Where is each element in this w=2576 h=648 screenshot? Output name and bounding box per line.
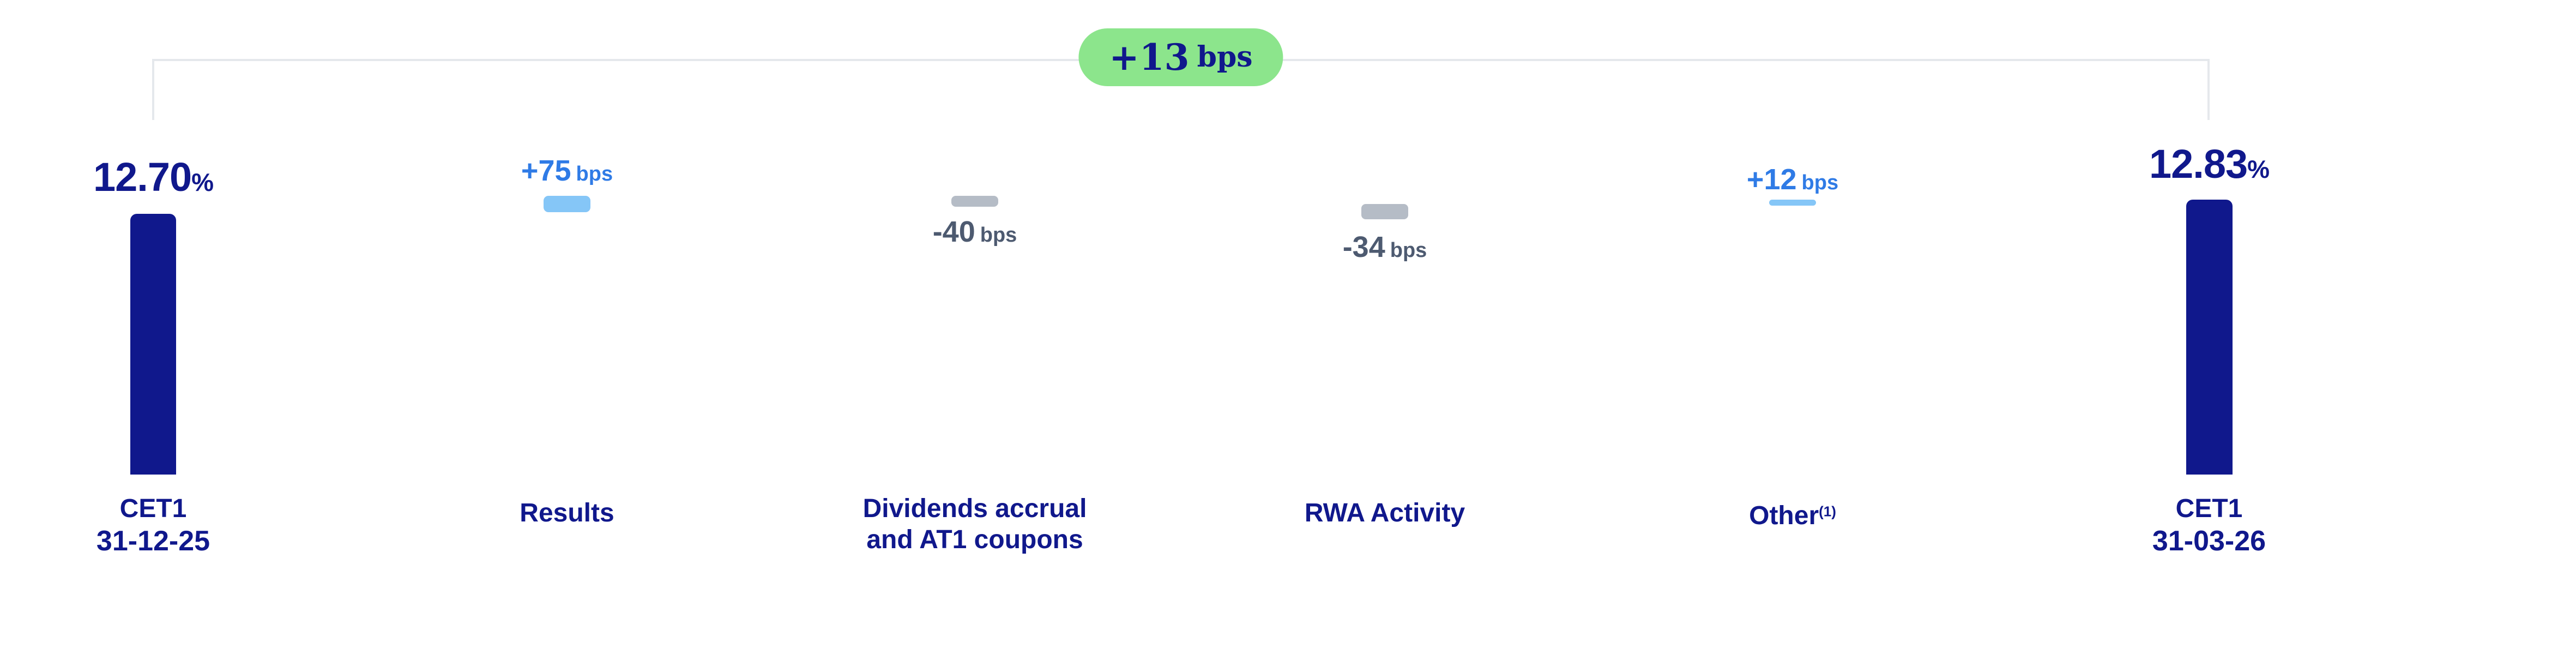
- bracket-vertical-line-right: [2207, 59, 2210, 120]
- total-change-value: +13: [1109, 36, 1190, 79]
- dividends-delta-number: -40: [932, 215, 975, 248]
- start-value-suffix: %: [191, 168, 214, 196]
- bracket-vertical-line-left: [152, 59, 154, 120]
- total-change-badge: +13 bps: [1078, 28, 1283, 86]
- results-delta-unit: bps: [576, 163, 613, 185]
- other-label: Other(1): [1749, 501, 1836, 532]
- dividends-label-line1: Dividends accrual: [862, 494, 1087, 523]
- other-label-text: Other: [1749, 501, 1819, 530]
- other-label-footnote-marker: (1): [1819, 503, 1836, 520]
- end-label-line2: 31-03-26: [2152, 525, 2266, 557]
- dividends-label-line2: and AT1 coupons: [866, 525, 1083, 554]
- end-bar: [2186, 200, 2233, 475]
- results-delta-number: +75: [521, 154, 571, 187]
- end-value: 12.83%: [2149, 141, 2270, 189]
- results-bar: [544, 196, 590, 212]
- other-delta-unit: bps: [1801, 171, 1839, 194]
- dividends-bar: [951, 196, 998, 207]
- end-label-line1: CET1: [2175, 494, 2243, 523]
- results-label: Results: [520, 499, 614, 527]
- other-delta-number: +12: [1746, 163, 1797, 196]
- end-value-suffix: %: [2247, 155, 2270, 183]
- start-value: 12.70%: [93, 154, 214, 202]
- rwa-label: RWA Activity: [1304, 499, 1465, 527]
- rwa-delta-number: -34: [1342, 231, 1385, 263]
- other-bar: [1769, 200, 1816, 206]
- total-change-unit: bps: [1197, 40, 1253, 74]
- start-bar: [130, 214, 176, 475]
- start-value-number: 12.70: [93, 154, 192, 200]
- dividends-delta-unit: bps: [980, 224, 1017, 247]
- start-label-line1: CET1: [119, 494, 187, 523]
- rwa-bar: [1361, 204, 1408, 219]
- end-value-number: 12.83: [2149, 141, 2248, 187]
- start-label-line2: 31-12-25: [96, 525, 210, 557]
- rwa-delta-unit: bps: [1390, 239, 1427, 262]
